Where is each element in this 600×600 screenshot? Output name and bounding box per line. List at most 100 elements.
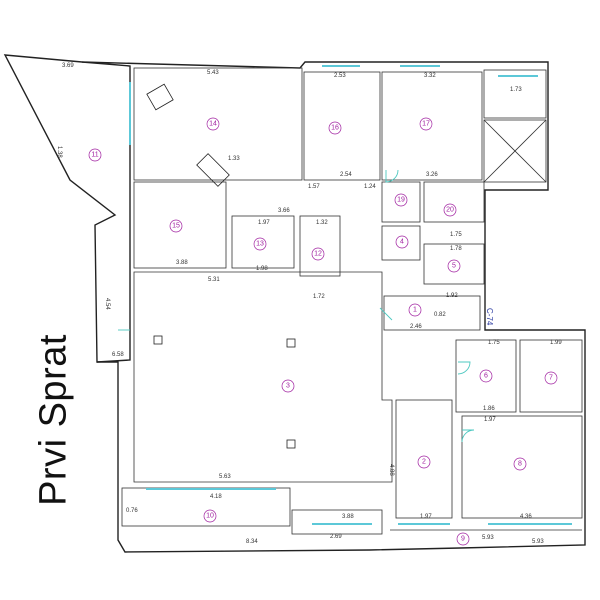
- room-circle: [479, 369, 493, 383]
- outer-wall: [3, 54, 586, 553]
- room-circle: [417, 455, 431, 469]
- elevator-cross-2: [483, 119, 547, 183]
- room-number: 6: [484, 373, 488, 380]
- room-number: 17: [422, 121, 430, 128]
- dimension-label: 8.34: [246, 539, 258, 545]
- room-8-outline: [461, 415, 583, 519]
- room-number: 13: [256, 241, 264, 248]
- room-top-right-outline: [483, 69, 547, 119]
- room-17-outline: [381, 71, 483, 181]
- dimension-label: 1.97: [420, 514, 432, 520]
- dimension-label: 3.69: [62, 63, 74, 69]
- room-circle: [328, 121, 342, 135]
- room-circle: [443, 203, 457, 217]
- dimension-label: 4.88: [388, 464, 394, 476]
- room-15-outline: [133, 181, 227, 269]
- room-marker: 1: [408, 303, 422, 317]
- room-number: 8: [518, 461, 522, 468]
- dimension-label: 6.58: [112, 352, 124, 358]
- dimension-label: 1.99: [550, 340, 562, 346]
- dimension-label: 1.78: [450, 246, 462, 252]
- room-marker: 7: [544, 371, 558, 385]
- dimension-label: 1.38: [56, 146, 62, 158]
- dimension-label: 1.75: [488, 340, 500, 346]
- dimension-label: 5.43: [207, 70, 219, 76]
- room-circle: [456, 532, 470, 546]
- room-circle: [419, 117, 433, 131]
- door-line: [379, 307, 393, 321]
- room-2-outline: [395, 399, 453, 519]
- room-number: 7: [549, 375, 553, 382]
- room-circle: [513, 457, 527, 471]
- door-arc: [385, 169, 399, 183]
- dimension-label: 5.31: [208, 277, 220, 283]
- dimension-label: 3.32: [424, 73, 436, 79]
- dimension-label: 1.97: [484, 417, 496, 423]
- room-number: 20: [446, 207, 454, 214]
- room-marker: 12: [311, 247, 325, 261]
- room-14-outline: [133, 67, 303, 181]
- dimension-label: 4.54: [104, 298, 110, 310]
- elevator-outline: [483, 119, 547, 183]
- dimension-label: 4.36: [520, 514, 532, 520]
- room-circle: [408, 303, 422, 317]
- room-marker: 4: [395, 235, 409, 249]
- room-marker: 2: [417, 455, 431, 469]
- dimension-label: 1.24: [364, 184, 376, 190]
- room-circle: [395, 235, 409, 249]
- room-circle: [281, 379, 295, 393]
- room-number: 9: [461, 536, 465, 543]
- inner-wall-left: [81, 61, 131, 363]
- room-number: 15: [172, 223, 180, 230]
- room-circle: [88, 148, 102, 162]
- room-circle: [311, 247, 325, 261]
- room-marker: 9: [456, 532, 470, 546]
- room-marker: 6: [479, 369, 493, 383]
- dimension-label: 1.57: [308, 184, 320, 190]
- room-marker: 10: [203, 509, 217, 523]
- room-marker: 20: [443, 203, 457, 217]
- room-circle: [394, 193, 408, 207]
- room-4-outline: [381, 225, 421, 261]
- dimension-label: 5.93: [482, 535, 494, 541]
- room-circle: [544, 371, 558, 385]
- dimension-label: 1.32: [316, 220, 328, 226]
- room-circle: [447, 259, 461, 273]
- room-number: 5: [452, 263, 456, 270]
- room-3-outline: [133, 271, 393, 483]
- room-7-outline: [519, 339, 583, 413]
- columns: [146, 83, 296, 449]
- room-16-outline: [303, 71, 381, 181]
- room-number: 14: [209, 121, 217, 128]
- room-circle: [206, 117, 220, 131]
- dimension-label: 5.63: [219, 474, 231, 480]
- dimension-label: 1.33: [228, 156, 240, 162]
- room-number: 1: [413, 307, 417, 314]
- door-arc: [461, 429, 475, 443]
- room-1-outline: [383, 295, 481, 331]
- room-marker: 8: [513, 457, 527, 471]
- room-6-outline: [455, 339, 517, 413]
- door-arc: [457, 361, 471, 375]
- room-marker: 11: [88, 148, 102, 162]
- room-number: 11: [91, 152, 98, 159]
- room-marker: 19: [394, 193, 408, 207]
- room-marker: 14: [206, 117, 220, 131]
- dimension-label: 2.53: [334, 73, 346, 79]
- dimension-label: 3.88: [176, 260, 188, 266]
- room-marker: 13: [253, 237, 267, 251]
- room-20-outline: [423, 181, 485, 223]
- dimension-label: 1.92: [446, 293, 458, 299]
- dimension-label: 2.46: [410, 324, 422, 330]
- room-5-outline: [423, 243, 485, 285]
- stair-label: C-74: [485, 308, 494, 326]
- room-19-outline: [381, 181, 421, 223]
- room-number: 16: [331, 125, 339, 132]
- dimension-label: 1.97: [258, 220, 270, 226]
- room-number: 2: [422, 459, 426, 466]
- room-13-outline: [231, 215, 295, 269]
- room-circle: [169, 219, 183, 233]
- room-marker: 3: [281, 379, 295, 393]
